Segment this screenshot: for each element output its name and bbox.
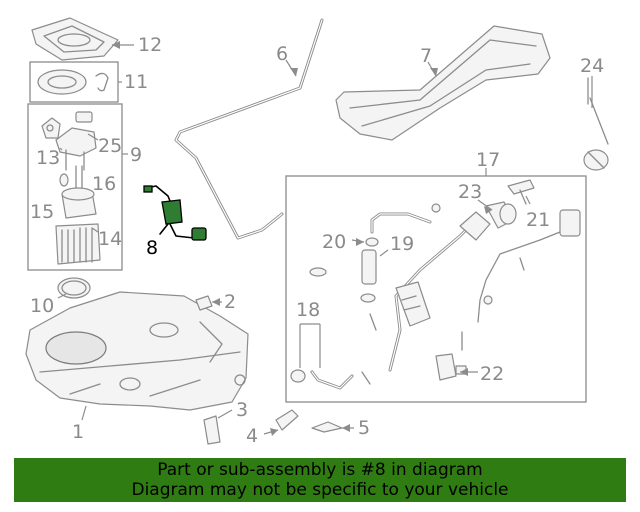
part-2-clip: [195, 295, 213, 311]
leader-19: [379, 249, 389, 257]
part-19-valve: [360, 203, 441, 303]
callout-6: 6: [276, 43, 288, 65]
leader-13: [59, 147, 63, 151]
callout-20: 20: [322, 231, 346, 253]
part-4-pad: [275, 409, 299, 431]
callout-2: 2: [224, 291, 236, 313]
callout-19: 19: [390, 233, 414, 255]
part-21-bracket: [507, 179, 535, 205]
leader-8: [159, 223, 169, 235]
callout-10: 10: [30, 295, 54, 317]
callout-4: 4: [246, 425, 258, 447]
part-3-pad: [203, 415, 221, 445]
part-23-filler-housing: [485, 201, 517, 229]
callout-13: 13: [36, 147, 60, 169]
part-15-seal: [59, 173, 69, 187]
callout-22: 22: [480, 363, 504, 385]
notice-banner: Part or sub-assembly is #8 in diagram Di…: [14, 458, 626, 502]
part-11-lock-ring: [37, 69, 109, 95]
callout-21: 21: [526, 209, 550, 231]
callout-1: 1: [72, 421, 84, 443]
callout-14: 14: [98, 228, 122, 250]
part-7-heat-shield: [335, 25, 551, 141]
leader-21: [525, 195, 531, 205]
part-1-fuel-tank: [25, 291, 249, 411]
part-25-connector: [55, 111, 97, 171]
part-10-o-ring: [57, 277, 91, 299]
part-17-canister-line: [477, 209, 581, 323]
callout-16: 16: [92, 173, 116, 195]
part-14-pump-body: [55, 187, 101, 265]
callout-5: 5: [358, 417, 370, 439]
part-24-filler-cap: [583, 77, 609, 171]
part-18-vent-hose: [290, 313, 377, 390]
part-8-wiring-harness: [143, 185, 207, 241]
leader-25: [87, 133, 99, 141]
callout-12: 12: [138, 34, 162, 56]
leader-1: [81, 405, 87, 421]
part-17-box: [285, 175, 587, 403]
leader-10: [57, 293, 67, 299]
callout-25: 25: [98, 135, 122, 157]
leader-3: [217, 409, 233, 419]
part-6-tank-strap: [174, 18, 324, 240]
callout-3: 3: [236, 399, 248, 421]
callout-15: 15: [30, 201, 54, 223]
callout-7: 7: [420, 45, 432, 67]
callout-8: 8: [146, 237, 158, 259]
part-17-filler-neck: [388, 211, 491, 372]
part-18-small-ring: [309, 267, 327, 277]
banner-line-disclaimer: Diagram may not be specific to your vehi…: [131, 480, 509, 500]
leader-arrowheads: [112, 41, 492, 436]
callout-9: 9: [130, 144, 142, 166]
callout-24: 24: [580, 55, 604, 77]
callout-18: 18: [296, 299, 320, 321]
part-9-box: [27, 103, 123, 271]
parts-diagram: 12 11 9 25 13 16 15 14: [25, 17, 609, 447]
banner-line-part: Part or sub-assembly is #8 in diagram: [157, 460, 483, 480]
part-12-cover-plate: [31, 17, 119, 61]
part-5-pad: [311, 421, 343, 433]
callout-23: 23: [458, 181, 482, 203]
leader-23: [477, 199, 493, 211]
leader-18: [299, 323, 321, 368]
part-20-clamp: [365, 237, 379, 247]
callout-11: 11: [124, 71, 148, 93]
leader-14: [91, 227, 99, 233]
part-13-clip: [41, 117, 61, 139]
callout-17: 17: [476, 149, 500, 171]
part-22-valve: [435, 331, 467, 381]
part-16-pump-head: [75, 165, 83, 191]
